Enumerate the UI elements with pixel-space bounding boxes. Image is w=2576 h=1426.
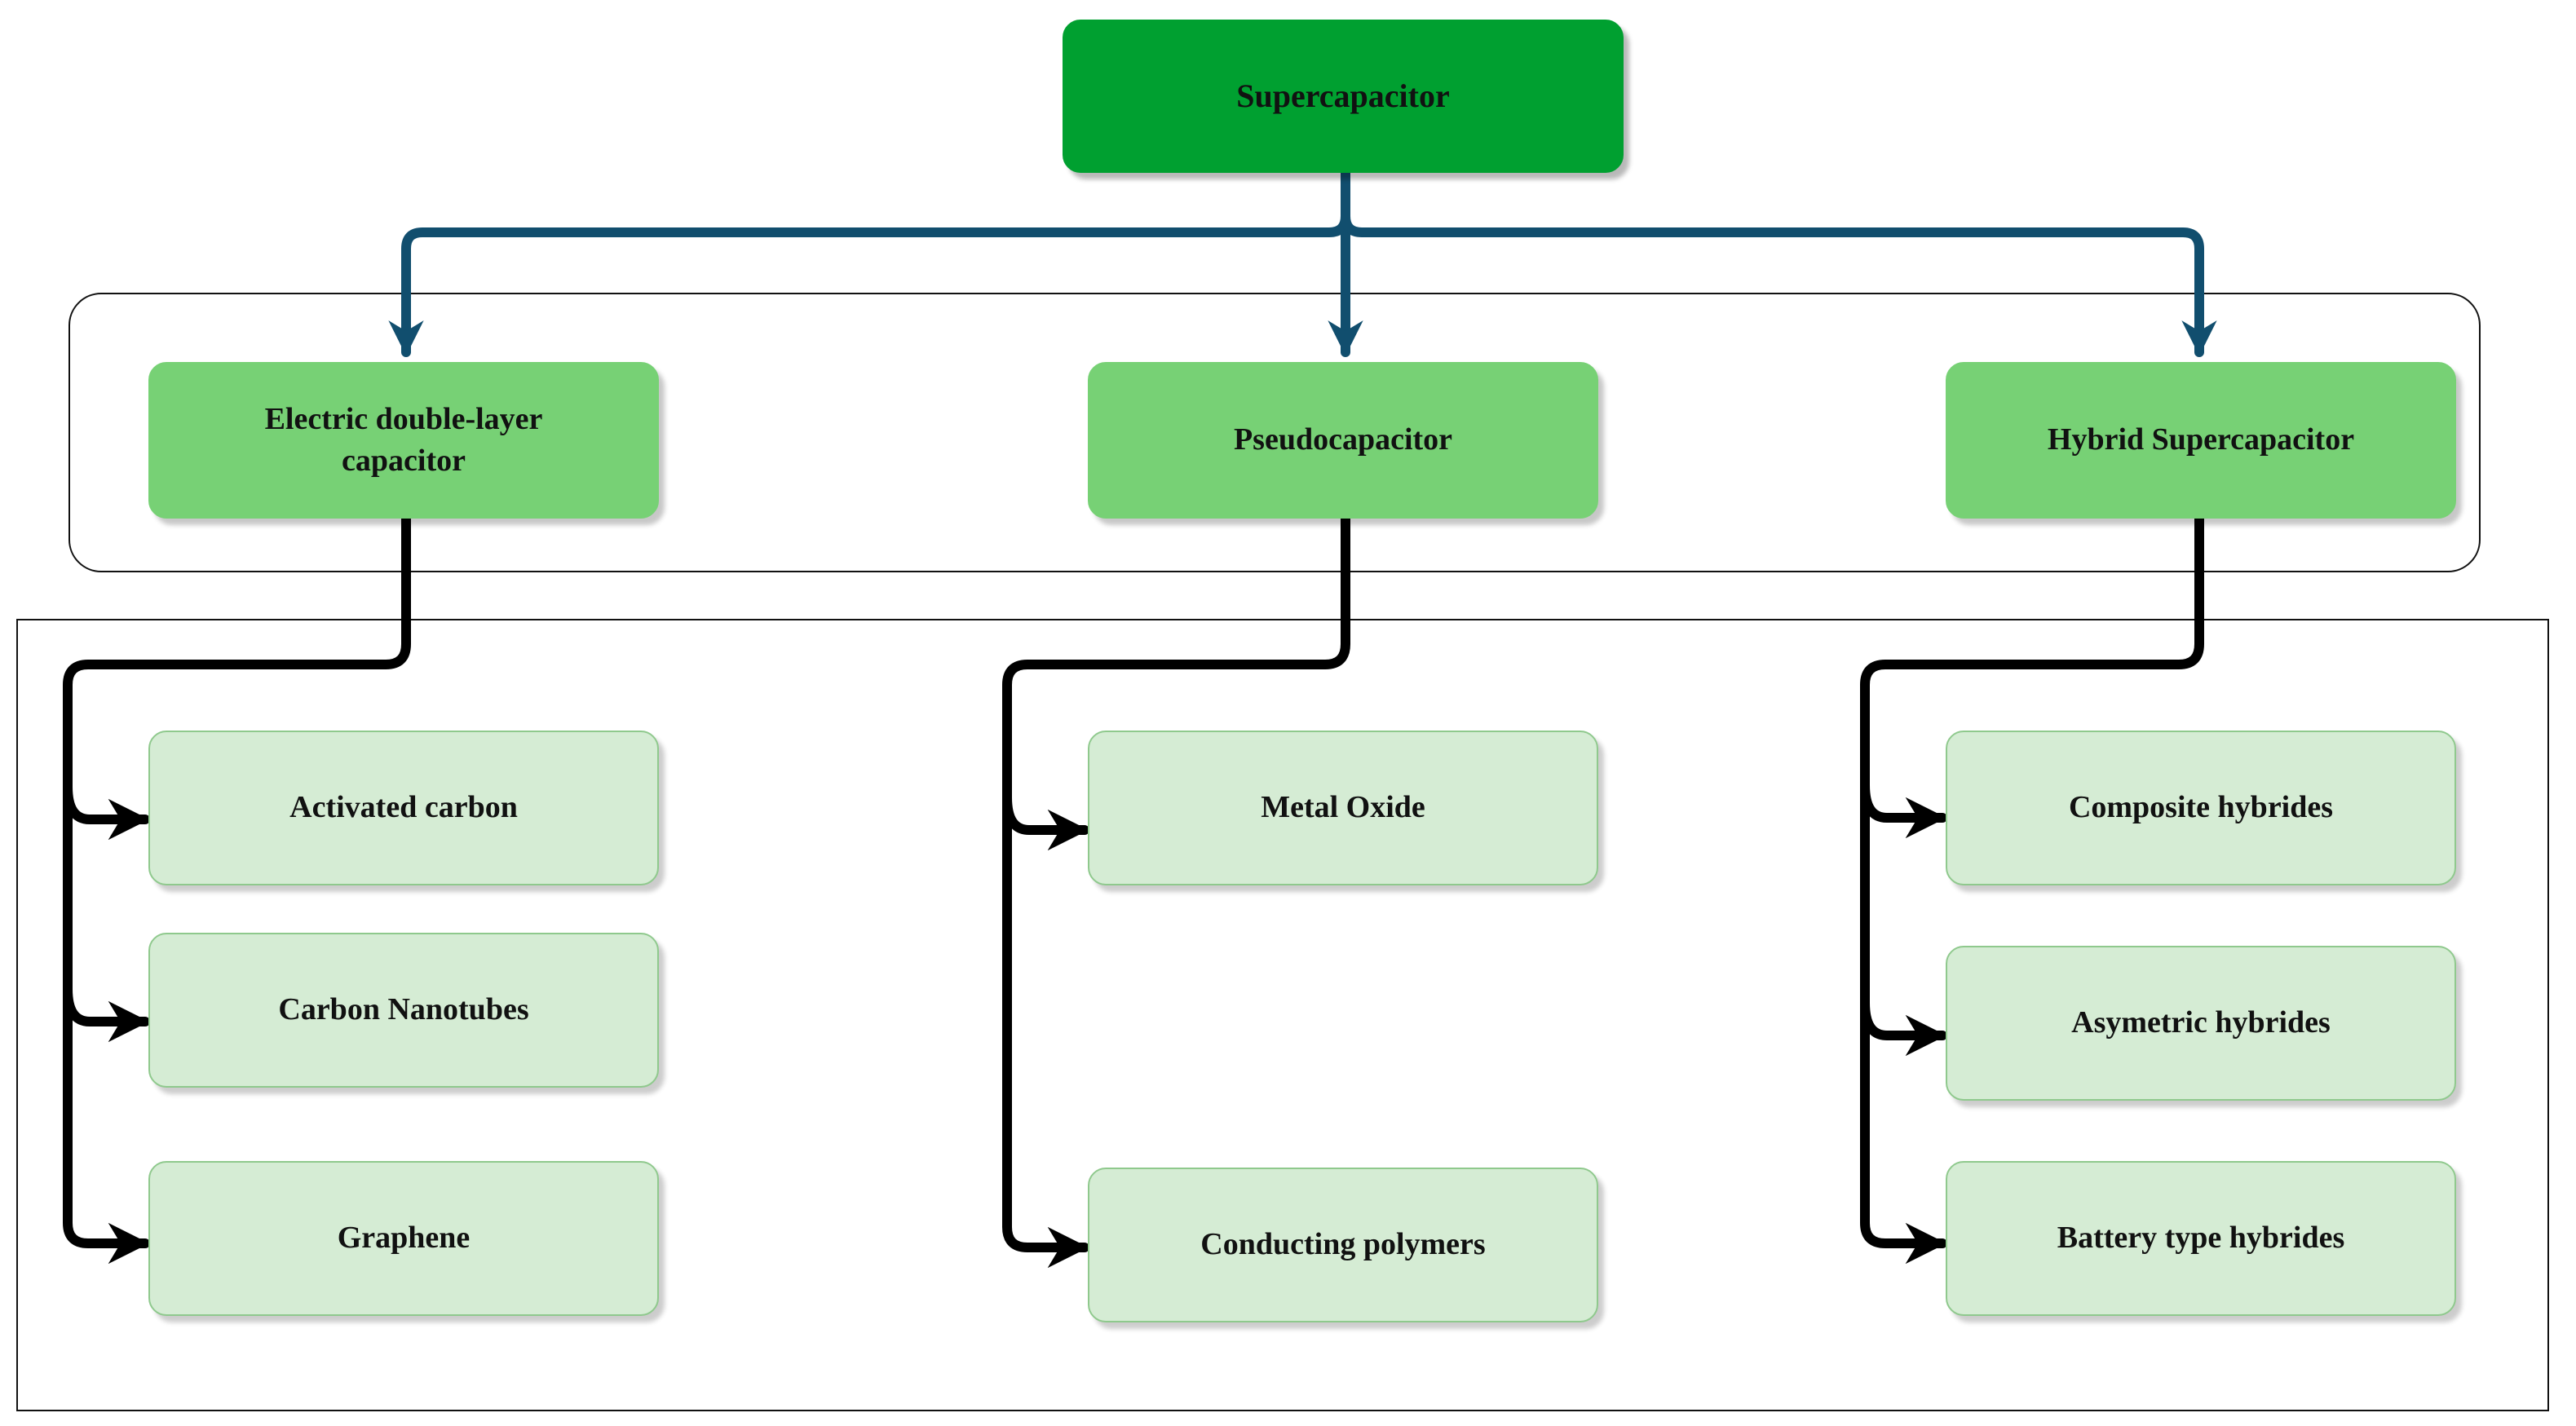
- connector-hybrid-asymetric: [1860, 998, 1947, 1057]
- connector-pseudo-metal-oxide: [1002, 792, 1089, 851]
- node-battery-type-hybrides: Battery type hybrides: [1946, 1161, 2456, 1316]
- connector-hybrid-composite: [1860, 780, 1947, 839]
- node-conducting-polymers: Conducting polymers: [1088, 1168, 1598, 1322]
- node-pseudocapacitor-label: Pseudocapacitor: [1233, 422, 1453, 457]
- node-carbon-nanotubes: Carbon Nanotubes: [148, 933, 659, 1088]
- connector-root-edlc: [388, 168, 1350, 357]
- connector-hybrid-trunk: [1860, 514, 2204, 1265]
- node-asymetric-hybrides: Asymetric hybrides: [1946, 946, 2456, 1101]
- node-supercapacitor-label: Supercapacitor: [1236, 77, 1450, 114]
- node-composite-hybrides: Composite hybrides: [1946, 731, 2456, 885]
- connector-edlc-trunk: [63, 514, 411, 1265]
- node-pseudocapacitor: Pseudocapacitor: [1088, 362, 1598, 519]
- node-edlc: Electric double-layer capacitor: [148, 362, 659, 519]
- node-hybrid-supercapacitor-label: Hybrid Supercapacitor: [2047, 422, 2355, 457]
- node-graphene: Graphene: [148, 1161, 659, 1316]
- node-edlc-label: Electric double-layer capacitor: [264, 401, 543, 478]
- node-activated-carbon-label: Activated carbon: [289, 790, 518, 825]
- connector-root-hybrid: [1341, 168, 2217, 357]
- node-battery-type-hybrides-label: Battery type hybrides: [2057, 1221, 2345, 1256]
- node-metal-oxide-label: Metal Oxide: [1261, 790, 1425, 825]
- node-hybrid-supercapacitor: Hybrid Supercapacitor: [1946, 362, 2456, 519]
- node-graphene-label: Graphene: [337, 1221, 471, 1256]
- connector-edlc-activated-carbon: [63, 782, 150, 841]
- node-metal-oxide: Metal Oxide: [1088, 731, 1598, 885]
- node-asymetric-hybrides-label: Asymetric hybrides: [2071, 1005, 2331, 1040]
- connector-pseudo-trunk: [1002, 514, 1350, 1269]
- node-composite-hybrides-label: Composite hybrides: [2068, 790, 2334, 825]
- type-group-frame: [68, 293, 2481, 572]
- connector-edlc-carbon-nanotubes: [63, 984, 150, 1043]
- node-supercapacitor: Supercapacitor: [1063, 20, 1624, 173]
- material-group-frame: [16, 619, 2549, 1411]
- node-conducting-polymers-label: Conducting polymers: [1200, 1227, 1486, 1262]
- node-activated-carbon: Activated carbon: [148, 731, 659, 885]
- node-carbon-nanotubes-label: Carbon Nanotubes: [278, 992, 529, 1027]
